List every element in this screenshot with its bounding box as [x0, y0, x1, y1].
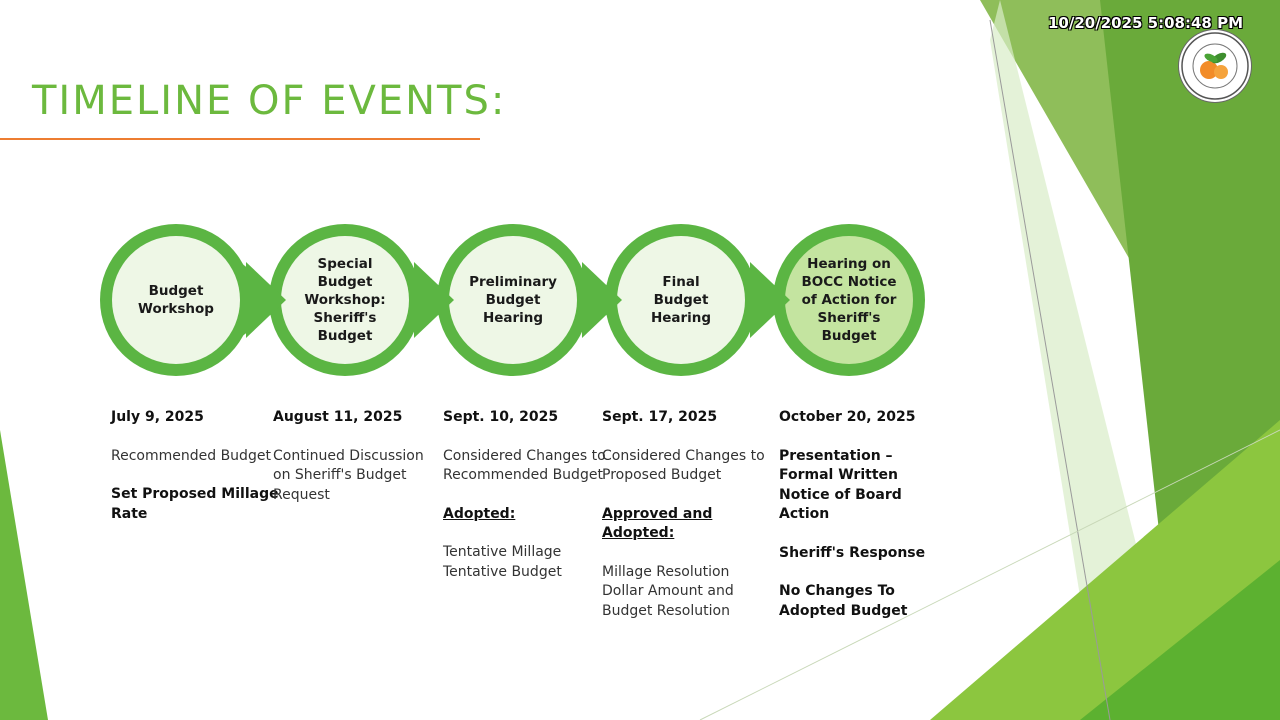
step-label: Final Budget Hearing — [650, 274, 712, 326]
timestamp: 10/20/2025 5:08:48 PM — [1048, 14, 1243, 32]
step-label: Hearing on BOCC Notice of Action for She… — [801, 256, 897, 344]
page-title: TIMELINE OF EVENTS: — [32, 78, 507, 124]
event-date: Sept. 10, 2025 — [443, 409, 559, 425]
event-description: Recommended Budget — [111, 447, 271, 464]
event-description: Presentation – Formal Written Notice of … — [779, 447, 902, 523]
step-circle — [269, 224, 421, 376]
event-result: Millage Resolution Dollar Amount and Bud… — [602, 563, 734, 619]
seal-icon — [1181, 32, 1249, 100]
event-column-1: July 9, 2025 Recommended Budget Set Prop… — [111, 408, 283, 543]
event-date: Sept. 17, 2025 — [602, 409, 718, 425]
event-outcome: Set Proposed Millage Rate — [111, 486, 279, 522]
event-description: Considered Changes to Proposed Budget — [602, 447, 765, 484]
event-result-heading: Approved and Adopted: — [602, 505, 713, 542]
event-result: Tentative Millage Tentative Budget — [443, 544, 562, 580]
step-label: Special Budget Workshop: Sheriff's Budge… — [304, 256, 386, 344]
step-label: Budget Workshop — [138, 283, 214, 317]
event-result-heading: Adopted: — [443, 505, 516, 522]
bg-shape-bottom-left — [0, 430, 48, 720]
timeline-step-5: Hearing on BOCC Notice of Action for She… — [765, 216, 933, 384]
step-circle — [605, 224, 757, 376]
bg-shape-bottom-bright — [1080, 560, 1280, 720]
county-seal-logo — [1179, 30, 1251, 102]
bg-line — [989, 19, 1111, 720]
timeline-step-4: Final Budget Hearing — [597, 216, 765, 384]
step-circle — [100, 224, 260, 376]
timeline-step-3: Preliminary Budget Hearing — [429, 216, 597, 384]
event-response: Sheriff's Response — [779, 544, 926, 561]
bg-shape-light-band — [990, 0, 1180, 720]
event-description: Considered Changes to Recommended Budget — [443, 447, 606, 484]
event-date: July 9, 2025 — [111, 409, 204, 425]
event-date: October 20, 2025 — [779, 409, 916, 425]
event-date: August 11, 2025 — [273, 409, 403, 425]
timeline-step-2: Special Budget Workshop: Sheriff's Budge… — [261, 216, 429, 384]
event-column-5: October 20, 2025 Presentation – Formal W… — [779, 408, 929, 640]
step-label: Preliminary Budget Hearing — [469, 274, 557, 326]
event-description: Continued Discussion on Sheriff's Budget… — [273, 447, 424, 503]
bg-line-2 — [699, 429, 1280, 720]
step-circle — [773, 224, 925, 376]
step-circle — [437, 224, 589, 376]
event-column-3: Sept. 10, 2025 Considered Changes to Rec… — [443, 408, 615, 601]
event-outcome: No Changes To Adopted Budget — [779, 583, 908, 619]
event-column-4: Sept. 17, 2025 Considered Changes to Pro… — [602, 408, 774, 640]
timeline-step-1: Budget Workshop — [92, 216, 260, 384]
title-underline — [0, 138, 480, 140]
event-column-2: August 11, 2025 Continued Discussion on … — [273, 408, 445, 524]
